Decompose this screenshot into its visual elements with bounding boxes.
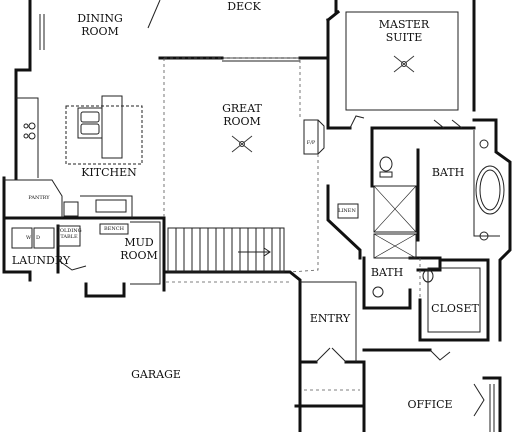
closet-walls <box>416 258 490 342</box>
office-window <box>489 384 495 432</box>
fireplace-box <box>303 119 319 155</box>
stair-box <box>167 227 285 273</box>
linen-label: LINEN <box>338 208 356 214</box>
range-icon <box>95 199 127 213</box>
master-bath-label: BATH <box>431 166 465 179</box>
mud-cubbies <box>130 221 161 285</box>
dining-window <box>39 14 45 50</box>
entry-door-swing <box>315 347 347 363</box>
stairs <box>167 227 285 273</box>
bench-label: BENCH <box>104 226 124 232</box>
closet-shelving <box>427 267 481 333</box>
sink-bowl-icon <box>80 111 100 123</box>
entry-label: ENTRY <box>309 312 351 325</box>
great-room-label: GREAT ROOM <box>222 102 262 128</box>
kitchen-counter-south <box>80 195 133 218</box>
master-tray-ceiling <box>345 11 459 111</box>
entry-south-right <box>344 360 366 432</box>
dining-west-wall <box>14 0 32 180</box>
pantry-label: PANTRY <box>28 195 50 201</box>
laundry-label: LAUNDRY <box>11 254 71 267</box>
burner-icon <box>28 122 36 130</box>
office-label: OFFICE <box>407 398 453 411</box>
burner-icon <box>28 132 36 140</box>
pantry-wall <box>3 178 63 218</box>
half-bath-wall <box>362 256 412 310</box>
deck-wall-right <box>298 18 330 60</box>
dining-room-label: DINING ROOM <box>77 12 123 38</box>
fireplace-label: F/P <box>306 140 316 146</box>
ceiling-fan-icon <box>231 135 253 153</box>
toilet-compartment-lines <box>373 233 417 259</box>
bench <box>99 223 129 235</box>
kitchen-counter-west <box>16 97 39 178</box>
half-bath-label: BATH <box>370 266 404 279</box>
hall-wall <box>326 184 362 260</box>
tub-inner <box>479 169 501 211</box>
island-outline <box>65 105 143 165</box>
bath-east-wall <box>472 118 512 342</box>
interior-lines <box>3 0 505 432</box>
garage-wall <box>162 270 302 432</box>
deck-slider <box>222 57 300 62</box>
laundry-west-wall <box>2 176 32 274</box>
master-vanity <box>473 130 500 237</box>
mud-door-bump <box>84 282 126 298</box>
deck-label: DECK <box>227 0 261 13</box>
sink-icon <box>479 139 489 149</box>
ceiling-fan-icon <box>393 55 415 73</box>
great-room-dash-east <box>289 154 319 273</box>
toilet-icon <box>379 156 393 172</box>
office-east-wall <box>482 376 502 432</box>
kitchen-label: KITCHEN <box>81 166 137 179</box>
garage-label: GARAGE <box>131 368 181 381</box>
entry-walls <box>300 281 357 362</box>
sink-icon <box>479 231 489 241</box>
island-counter <box>101 95 123 159</box>
linen-closet <box>337 203 359 219</box>
shower <box>373 185 417 233</box>
bath-door-swing <box>433 119 463 129</box>
sink-icon <box>372 286 384 298</box>
dashed-lines <box>163 57 421 391</box>
master-door-swing <box>349 115 365 129</box>
stair-treads <box>175 228 281 272</box>
toilet-tank-icon <box>379 171 393 178</box>
office-window-swing <box>473 383 485 417</box>
toilet-compartment <box>373 233 417 259</box>
tub <box>475 165 505 215</box>
laundry-door-swing <box>57 259 87 271</box>
sink-bowl-icon <box>80 123 100 135</box>
dining-door-swing <box>147 0 161 29</box>
dryer-icon <box>33 227 55 249</box>
ceiling-fans <box>231 55 415 153</box>
folding-table-label: FOLDING TABLE <box>56 228 82 240</box>
shower-drain-lines <box>373 185 417 233</box>
washer-icon <box>11 227 33 249</box>
burner-icon <box>23 123 29 129</box>
closet-label: CLOSET <box>431 302 479 315</box>
mud-room-label: MUD ROOM <box>120 236 158 262</box>
folding-table <box>57 225 81 247</box>
stair-arrow-icon <box>238 247 271 257</box>
washer-dryer-label: W D <box>26 235 40 241</box>
fireplace-hearth <box>317 119 325 155</box>
office-door-swing <box>429 349 451 361</box>
master-suite-label: MASTER SUITE <box>378 18 430 44</box>
pantry-shelf <box>63 201 79 217</box>
burner-icon <box>23 133 29 139</box>
